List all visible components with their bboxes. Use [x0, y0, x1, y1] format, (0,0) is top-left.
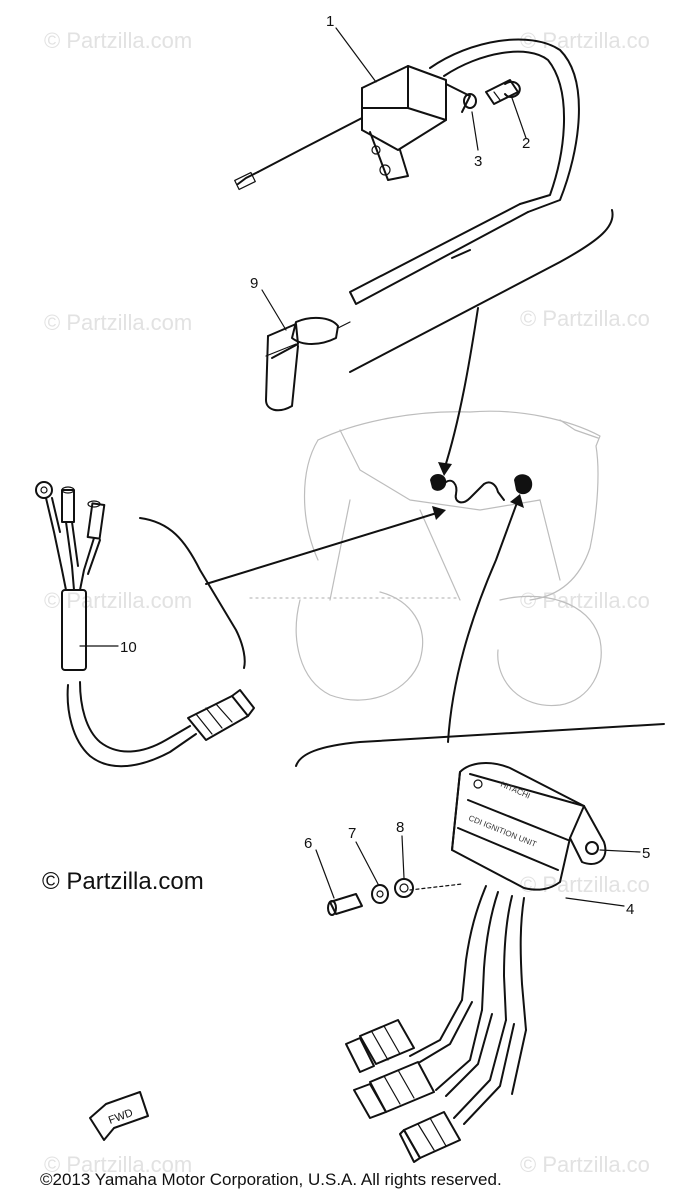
fwd-label: FWD [107, 1107, 135, 1127]
cdi-label-brand: HITACHI [499, 780, 531, 801]
watermark: © Partzilla.co [520, 306, 650, 331]
ignition-coil [234, 65, 471, 191]
callout-2: 2 [522, 135, 530, 152]
callout-8: 8 [396, 819, 404, 836]
callout-7: 7 [348, 825, 356, 842]
callout-1: 1 [326, 13, 334, 30]
watermark: © Partzilla.com [44, 28, 192, 53]
bolt-part-2 [485, 79, 521, 105]
harness-bracket [139, 517, 246, 669]
pointer-arrows [205, 307, 524, 743]
watermark: © Partzilla.co [520, 28, 650, 53]
watermark: © Partzilla.com [44, 588, 192, 613]
cdi-connectors [345, 999, 527, 1163]
watermark: © Partzilla.com [44, 1152, 192, 1177]
callout-9: 9 [250, 275, 258, 292]
cdi-label-name: CDI IGNITION UNIT [467, 814, 538, 850]
callout-4: 4 [626, 901, 634, 918]
copyright-watermark: © Partzilla.com [42, 868, 204, 895]
copyright-footer: ©2013 Yamaha Motor Corporation, U.S.A. A… [40, 1170, 502, 1189]
watermark: © Partzilla.co [520, 588, 650, 613]
callout-3: 3 [474, 153, 482, 170]
motorcycle-outline [249, 410, 602, 707]
callout-10: 10 [120, 639, 137, 656]
callout-leaders [79, 27, 641, 907]
group-bracket [349, 209, 614, 373]
cdi-group-bracket [295, 723, 665, 767]
watermark: © Partzilla.co [520, 872, 650, 897]
watermark: © Partzilla.co [520, 1152, 650, 1177]
washer-part-3 [463, 93, 477, 109]
hardware-leader [409, 883, 463, 891]
spark-plug-cap [265, 316, 351, 412]
forward-direction-arrow: FWD [89, 1091, 149, 1141]
callout-6: 6 [304, 835, 312, 852]
mounting-hardware [327, 878, 414, 916]
callout-5: 5 [642, 845, 650, 862]
wire-harness [35, 481, 255, 768]
high-tension-lead [349, 38, 580, 305]
connector-markers [430, 474, 533, 504]
watermark: © Partzilla.com [44, 310, 192, 335]
